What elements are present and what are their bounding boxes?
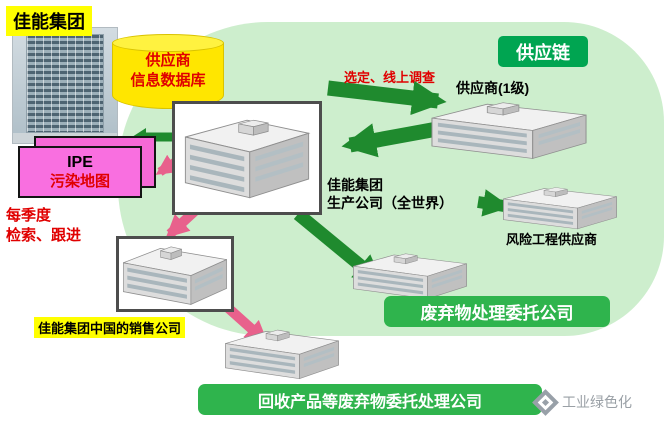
ipe-subtitle: 污染地图 bbox=[49, 172, 110, 190]
ipe-title: IPE bbox=[67, 154, 93, 172]
supplier-database-label: 供应商 信息数据库 bbox=[130, 52, 206, 89]
production-company-box bbox=[172, 101, 322, 215]
recycle-company-banner: 回收产品等废弃物委托处理公司 bbox=[198, 384, 542, 415]
waste-company-building-icon bbox=[353, 253, 467, 300]
arrow-survey-right bbox=[327, 80, 447, 116]
china-sales-building-icon bbox=[122, 246, 228, 305]
database-icon bbox=[112, 43, 224, 109]
recycle-company-building-icon bbox=[225, 329, 339, 380]
risk-supplier-label: 风险工程供应商 bbox=[506, 232, 598, 247]
brand-logo-icon bbox=[532, 388, 559, 416]
canon-group-title: 佳能集团 bbox=[6, 6, 92, 36]
arrow-to-risk-supplier bbox=[477, 189, 511, 217]
waste-company-banner: 废弃物处理委托公司 bbox=[384, 296, 610, 327]
watermark-text: 工业绿色化 bbox=[562, 394, 632, 410]
database-lid bbox=[112, 34, 224, 52]
ipe-pollution-map: IPE 污染地图 bbox=[18, 146, 142, 198]
survey-label: 选定、线上调查 bbox=[344, 70, 436, 85]
production-plant-icon bbox=[184, 119, 310, 199]
canon-headquarters-photo bbox=[12, 27, 118, 144]
china-sales-box bbox=[116, 236, 234, 312]
china-sales-label: 佳能集团中国的销售公司 bbox=[34, 317, 186, 338]
supplier-database-cylinder: 供应商 信息数据库 bbox=[112, 34, 224, 110]
supplier-tier1-building-icon bbox=[431, 102, 587, 159]
supplier-tier1-label: 供应商(1级) bbox=[456, 80, 530, 96]
production-company-label: 佳能集团 生产公司（全世界） bbox=[327, 177, 453, 212]
supply-chain-badge: 供应链 bbox=[498, 36, 588, 67]
quarterly-followup-label: 每季度 检索、跟进 bbox=[6, 207, 82, 244]
risk-supplier-building-icon bbox=[503, 187, 617, 230]
office-tower bbox=[26, 34, 104, 133]
watermark: 工业绿色化 bbox=[532, 388, 632, 416]
